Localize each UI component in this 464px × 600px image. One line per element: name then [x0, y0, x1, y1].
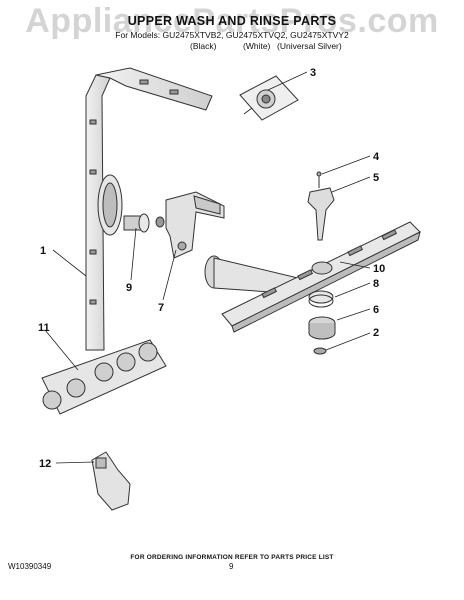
callout-10: 10 — [373, 263, 385, 275]
leader-line-1 — [52, 249, 87, 277]
top-spray-head-part — [239, 75, 299, 121]
supply-tube-part — [85, 67, 213, 351]
leader-line-6 — [336, 308, 371, 321]
valve-part — [123, 213, 165, 233]
nozzle-part — [91, 451, 131, 511]
leader-line-11 — [44, 329, 79, 371]
leader-line-5 — [331, 176, 371, 193]
variant-white: (White) — [243, 41, 271, 51]
washer-part — [313, 347, 327, 355]
leader-line-4 — [321, 155, 371, 175]
variant-universal-silver: (Universal Silver) — [277, 41, 342, 51]
callout-11: 11 — [38, 322, 50, 334]
leader-line-3 — [267, 71, 308, 91]
callout-2: 2 — [373, 327, 379, 339]
ordering-note: FOR ORDERING INFORMATION REFER TO PARTS … — [130, 554, 334, 561]
bearing-ring-part — [308, 290, 334, 308]
callout-6: 6 — [373, 304, 379, 316]
models-line: For Models: GU2475XTVB2, GU2475XTVQ2, GU… — [115, 30, 349, 40]
leader-line-8 — [334, 282, 371, 298]
page-number: 9 — [229, 562, 234, 571]
callout-12: 12 — [39, 458, 51, 470]
document-number: W10390349 — [8, 562, 52, 571]
hub-part — [308, 316, 336, 340]
variant-black: (Black) — [190, 41, 217, 51]
callout-numbers: 1 2 3 4 5 6 7 8 9 10 11 12 — [38, 67, 385, 470]
leader-lines — [44, 71, 371, 464]
leader-line-12 — [55, 461, 95, 464]
watermark-text: AppliancePartsPros.com — [25, 2, 439, 40]
clip-part — [307, 187, 335, 241]
leader-line-9 — [130, 227, 137, 281]
callout-5: 5 — [373, 172, 379, 184]
screw-part — [316, 171, 322, 188]
callout-3: 3 — [310, 67, 316, 79]
callout-8: 8 — [373, 278, 379, 290]
leader-line-2 — [325, 332, 371, 351]
callout-4: 4 — [373, 151, 380, 163]
spray-arm-part — [204, 221, 421, 333]
callout-7: 7 — [158, 302, 164, 314]
lower-manifold-part — [41, 339, 167, 415]
page-title: UPPER WASH AND RINSE PARTS — [127, 14, 337, 28]
callout-1: 1 — [40, 245, 46, 257]
bracket-part — [165, 191, 225, 259]
leader-line-7 — [162, 249, 177, 301]
callout-9: 9 — [126, 282, 132, 294]
leader-line-10 — [339, 261, 371, 269]
